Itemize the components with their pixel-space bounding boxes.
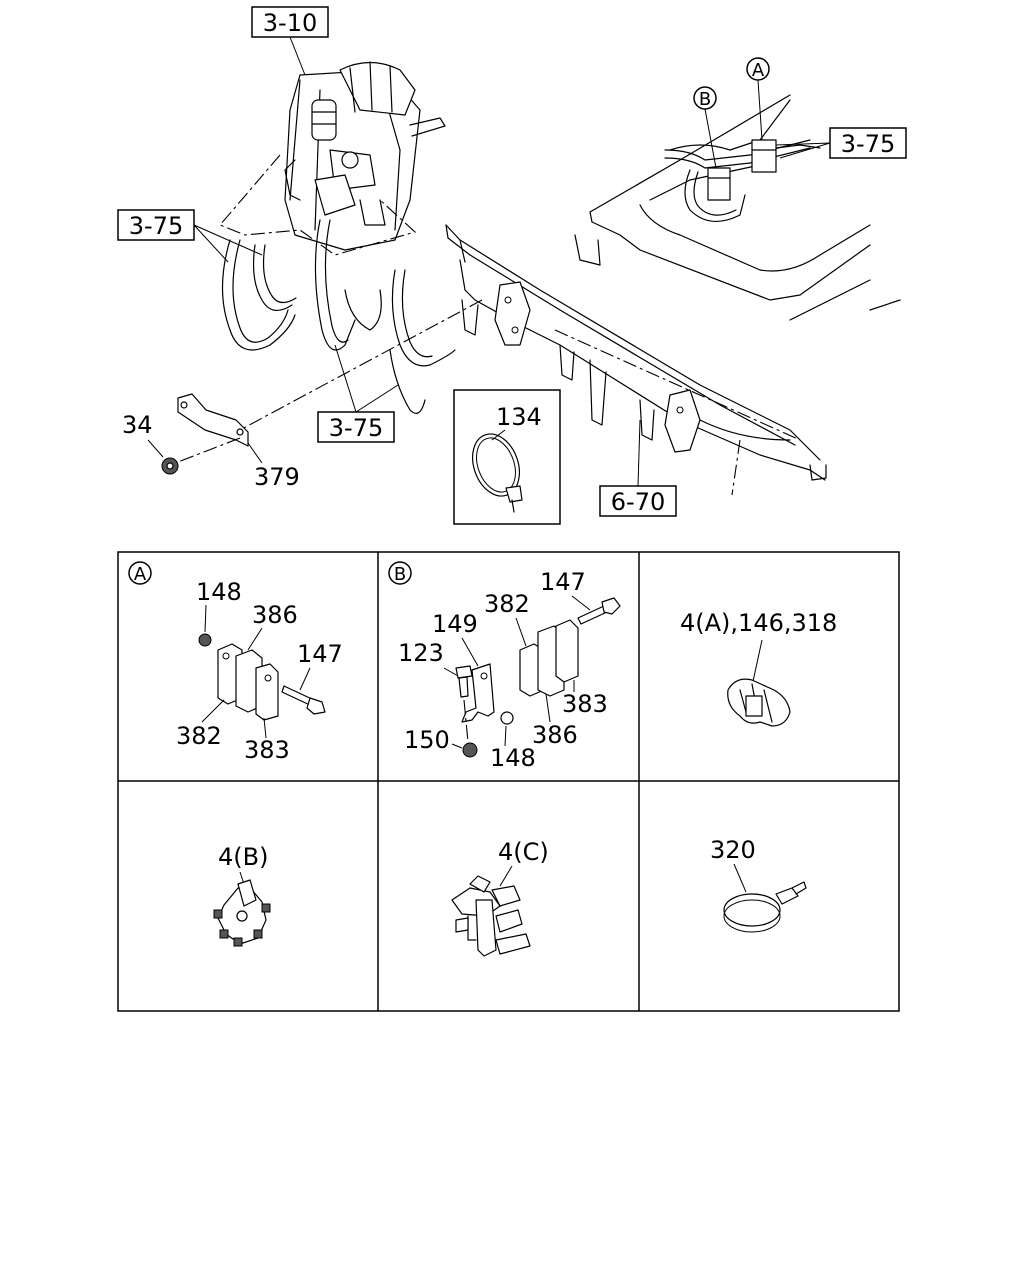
part-label-379: 379: [254, 463, 300, 491]
ref-label-3-75-left: 3-75: [129, 212, 183, 240]
cab-floor: [574, 94, 901, 321]
cell-b-label-148: 148: [490, 744, 536, 772]
nut-148-a[interactable]: [198, 633, 212, 647]
pedal-bracket-assembly: [284, 61, 446, 251]
ref-label-3-75-bottom: 3-75: [329, 414, 383, 442]
detail-cell-e: 4(C): [451, 838, 549, 957]
part-label-34: 34: [122, 411, 153, 439]
leader-3-75-bottom: [334, 344, 399, 413]
leader-3-75-right: [775, 142, 831, 159]
cell-c-label: 4(A),146,318: [680, 609, 837, 637]
part-label-134: 134: [496, 403, 542, 431]
cell-e-label: 4(C): [498, 838, 549, 866]
harness-clips: [664, 139, 821, 222]
frame-cross-member: [445, 224, 827, 496]
ref-box-3-75-right[interactable]: 3-75: [829, 127, 907, 159]
nut-axis-line: [177, 437, 241, 463]
ref-box-3-10[interactable]: 3-10: [251, 6, 329, 38]
hose-region-outline: [219, 154, 417, 256]
cell-f-label: 320: [710, 836, 756, 864]
cell-a-marker: A: [128, 561, 152, 585]
detail-grid: [117, 551, 900, 1012]
cell-b-label-383: 383: [562, 690, 608, 718]
callout-a-letter: A: [752, 60, 765, 81]
cell-d-label: 4(B): [218, 843, 268, 871]
cell-b-label-149: 149: [432, 610, 478, 638]
detail-cell-b: B 147 382 149 123 383 386: [388, 561, 621, 772]
nut-148-b[interactable]: [500, 711, 514, 725]
detail-cell-c: 4(A),146,318: [680, 609, 837, 727]
cell-b-label-147: 147: [540, 568, 586, 596]
detail-cell-a: A 148 386 147 382 383: [128, 561, 343, 764]
cell-b-label-150: 150: [404, 726, 450, 754]
bolt-123-b[interactable]: [455, 665, 473, 698]
ref-box-3-75-bottom[interactable]: 3-75: [317, 411, 395, 443]
clamp-383-a[interactable]: [255, 663, 279, 721]
bolt-147-b[interactable]: [577, 597, 621, 625]
leader-callout-b: [704, 108, 717, 169]
cell-a-label-383: 383: [244, 736, 290, 764]
bolt-147-a[interactable]: [281, 685, 326, 715]
cable-tie-inset-134[interactable]: 134: [453, 389, 561, 525]
cell-b-label-123: 123: [398, 639, 444, 667]
nut-150-b[interactable]: [462, 742, 478, 758]
ref-box-3-75-left[interactable]: 3-75: [117, 209, 195, 241]
leader-34: [147, 439, 164, 458]
clip-4c[interactable]: [451, 875, 531, 957]
cell-b-marker: B: [388, 561, 412, 585]
leader-134: [491, 429, 506, 441]
ref-label-3-10: 3-10: [263, 9, 317, 37]
cell-b-label-382: 382: [484, 590, 530, 618]
cell-a-label-147: 147: [297, 640, 343, 668]
cell-a-label-382: 382: [176, 722, 222, 750]
clip-4b[interactable]: [213, 879, 271, 947]
svg-text:B: B: [394, 564, 406, 585]
ref-label-6-70: 6-70: [611, 488, 665, 516]
cell-b-label-386: 386: [532, 721, 578, 749]
leader-3-10: [289, 36, 306, 76]
nut-34[interactable]: [161, 457, 179, 475]
callout-a[interactable]: A: [746, 57, 770, 81]
callout-b-letter: B: [699, 89, 711, 110]
hose-group-left: [221, 219, 456, 414]
leader-379: [247, 442, 263, 464]
callout-b[interactable]: B: [693, 86, 717, 110]
clip-4a[interactable]: [727, 678, 791, 727]
leader-6-70: [637, 419, 641, 487]
bracket-379[interactable]: [177, 393, 249, 447]
leader-3-75-left: [193, 224, 263, 263]
ref-box-6-70[interactable]: 6-70: [599, 485, 677, 517]
detail-cell-d: 4(B): [213, 843, 271, 947]
detail-cell-f: 320: [710, 836, 807, 933]
ref-label-3-75-right: 3-75: [841, 130, 895, 158]
leader-callout-a: [757, 79, 763, 141]
clamp-383-b[interactable]: [555, 619, 579, 683]
cell-a-label-386: 386: [252, 601, 298, 629]
band-clamp-320[interactable]: [723, 881, 807, 933]
svg-text:A: A: [134, 564, 147, 585]
bracket-axis-line: [239, 299, 483, 431]
cell-a-label-148: 148: [196, 578, 242, 606]
